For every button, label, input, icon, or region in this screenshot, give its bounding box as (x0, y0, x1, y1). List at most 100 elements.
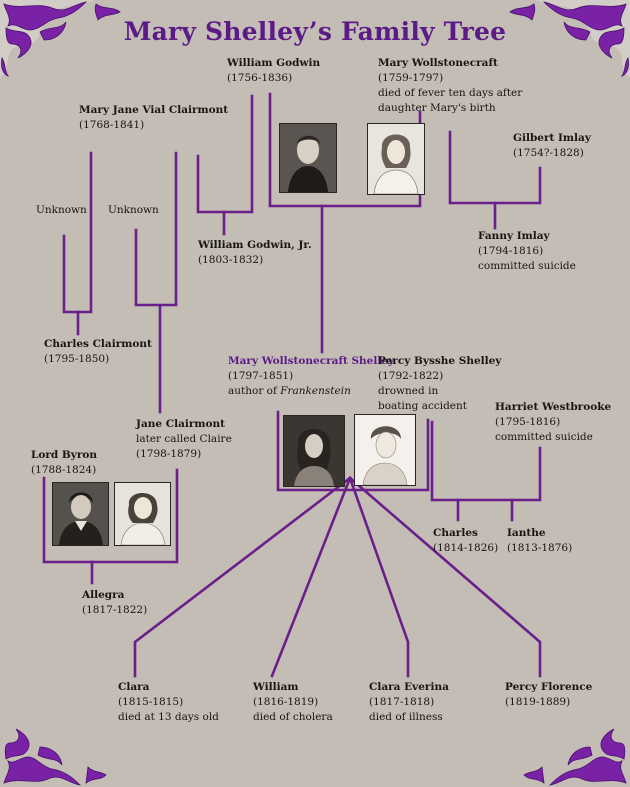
person-william-godwin-jr: William Godwin, Jr. (1803-1832) (198, 238, 312, 268)
person-name: William (253, 681, 299, 693)
engraved-portrait-icon (280, 124, 336, 192)
page-title: Mary Shelley’s Family Tree (123, 17, 507, 46)
person-name: Charles Clairmont (44, 338, 152, 350)
line-percy-harriet (430, 420, 542, 502)
person-name: Lord Byron (31, 449, 98, 461)
person-dates: (1768-1841) (79, 119, 145, 131)
person-dates: (1754?-1828) (513, 147, 584, 159)
person-note: author of Frankenstein (228, 385, 351, 397)
person-percy-florence: Percy Florence (1819-1889) (505, 680, 592, 710)
person-name: Unknown (108, 204, 159, 216)
person-name: Ianthe (507, 527, 546, 539)
person-name: Unknown (36, 204, 87, 216)
line-child-percy-florence (348, 476, 542, 678)
person-name: Mary Wollstonecraft Shelley (228, 355, 395, 367)
person-name: Charles (433, 527, 478, 539)
person-name: Allegra (82, 589, 125, 601)
person-note: died of fever ten days after (378, 87, 523, 99)
person-charles-shelley: Charles (1814-1826) (433, 526, 498, 556)
engraved-portrait-icon (368, 124, 424, 194)
engraved-portrait-icon (355, 415, 415, 485)
portrait-lord-byron (52, 482, 109, 546)
person-name: Clara (118, 681, 150, 693)
person-dates: (1813-1876) (507, 542, 573, 554)
person-name: Fanny Imlay (478, 230, 550, 242)
person-dates: (1817-1822) (82, 604, 148, 616)
person-harriet-westbrooke: Harriet Westbrooke (1795-1816) committed… (495, 400, 611, 445)
portrait-percy-shelley (354, 414, 416, 486)
person-note: died at 13 days old (118, 711, 219, 723)
person-name: Mary Jane Vial Clairmont (79, 104, 229, 116)
person-dates: (1797-1851) (228, 370, 294, 382)
person-dates: (1817-1818) (369, 696, 435, 708)
portrait-mary-shelley (283, 415, 345, 487)
line-maryjane-unknown1 (62, 151, 93, 314)
person-dates: (1803-1832) (198, 254, 264, 266)
person-dates: (1795-1816) (495, 416, 561, 428)
person-name: Jane Clairmont (136, 418, 226, 430)
person-clara-everina: Clara Everina (1817-1818) died of illnes… (369, 680, 449, 725)
person-unknown-1: Unknown (36, 203, 87, 218)
portrait-william-godwin (279, 123, 337, 193)
person-note: died of cholera (253, 711, 333, 723)
person-note: committed suicide (495, 431, 593, 443)
corner-ornament-top-right (509, 0, 630, 78)
person-note: boating accident (378, 400, 467, 412)
corner-ornament-top-left (0, 0, 121, 78)
person-lord-byron: Lord Byron (1788-1824) (31, 448, 97, 478)
person-dates: (1788-1824) (31, 464, 97, 476)
person-note: daughter Mary's birth (378, 102, 496, 114)
engraved-portrait-icon (115, 483, 170, 545)
person-note: died of illness (369, 711, 443, 723)
person-percy-shelley: Percy Bysshe Shelley (1792-1822) drowned… (378, 354, 501, 414)
person-note: committed suicide (478, 260, 576, 272)
line-child-clara (133, 476, 352, 678)
corner-ornament-bottom-left (3, 728, 107, 786)
person-allegra: Allegra (1817-1822) (82, 588, 147, 618)
portrait-jane-clairmont (114, 482, 171, 546)
person-name: Clara Everina (369, 681, 449, 693)
person-unknown-2: Unknown (108, 203, 159, 218)
person-dates: (1794-1816) (478, 245, 544, 257)
person-name: Harriet Westbrooke (495, 401, 612, 413)
person-mary-jane-clairmont: Mary Jane Vial Clairmont (1768-1841) (79, 103, 228, 133)
person-gilbert-imlay: Gilbert Imlay (1754?-1828) (513, 131, 591, 161)
person-jane-clairmont: Jane Clairmont later called Claire (1798… (136, 417, 232, 462)
person-mary-wollstonecraft: Mary Wollstonecraft (1759-1797) died of … (378, 56, 522, 116)
person-william-godwin: William Godwin (1756-1836) (227, 56, 320, 86)
portrait-mary-wollstonecraft (367, 123, 425, 195)
person-charles-clairmont: Charles Clairmont (1795-1850) (44, 337, 152, 367)
line-child-clara-everina (348, 476, 410, 678)
line-child-william (270, 476, 352, 678)
line-maryjane-unknown2 (134, 151, 178, 307)
person-dates: (1816-1819) (253, 696, 319, 708)
engraved-portrait-icon (53, 483, 108, 545)
person-dates: (1819-1889) (505, 696, 571, 708)
person-dates: (1759-1797) (378, 72, 444, 84)
person-dates: (1815-1815) (118, 696, 184, 708)
person-name: William Godwin, Jr. (198, 239, 312, 251)
person-dates: (1792-1822) (378, 370, 444, 382)
person-william: William (1816-1819) died of cholera (253, 680, 333, 725)
person-name: Mary Wollstonecraft (378, 57, 498, 69)
person-name: Percy Bysshe Shelley (378, 355, 502, 367)
engraved-portrait-icon (284, 416, 344, 486)
person-dates: (1798-1879) (136, 448, 202, 460)
person-fanny-imlay: Fanny Imlay (1794-1816) committed suicid… (478, 229, 576, 274)
person-dates: (1814-1826) (433, 542, 499, 554)
person-name: Gilbert Imlay (513, 132, 591, 144)
person-note: later called Claire (136, 433, 232, 445)
person-ianthe: Ianthe (1813-1876) (507, 526, 572, 556)
line-byron-jane (42, 468, 179, 564)
person-mary-shelley: Mary Wollstonecraft Shelley (1797-1851) … (228, 354, 394, 399)
corner-ornament-bottom-right (523, 728, 627, 786)
person-name: William Godwin (227, 57, 321, 69)
person-dates: (1756-1836) (227, 72, 293, 84)
person-clara: Clara (1815-1815) died at 13 days old (118, 680, 219, 725)
person-note: drowned in (378, 385, 439, 397)
person-dates: (1795-1850) (44, 353, 110, 365)
book-title: Frankenstein (280, 385, 351, 397)
person-name: Percy Florence (505, 681, 593, 693)
